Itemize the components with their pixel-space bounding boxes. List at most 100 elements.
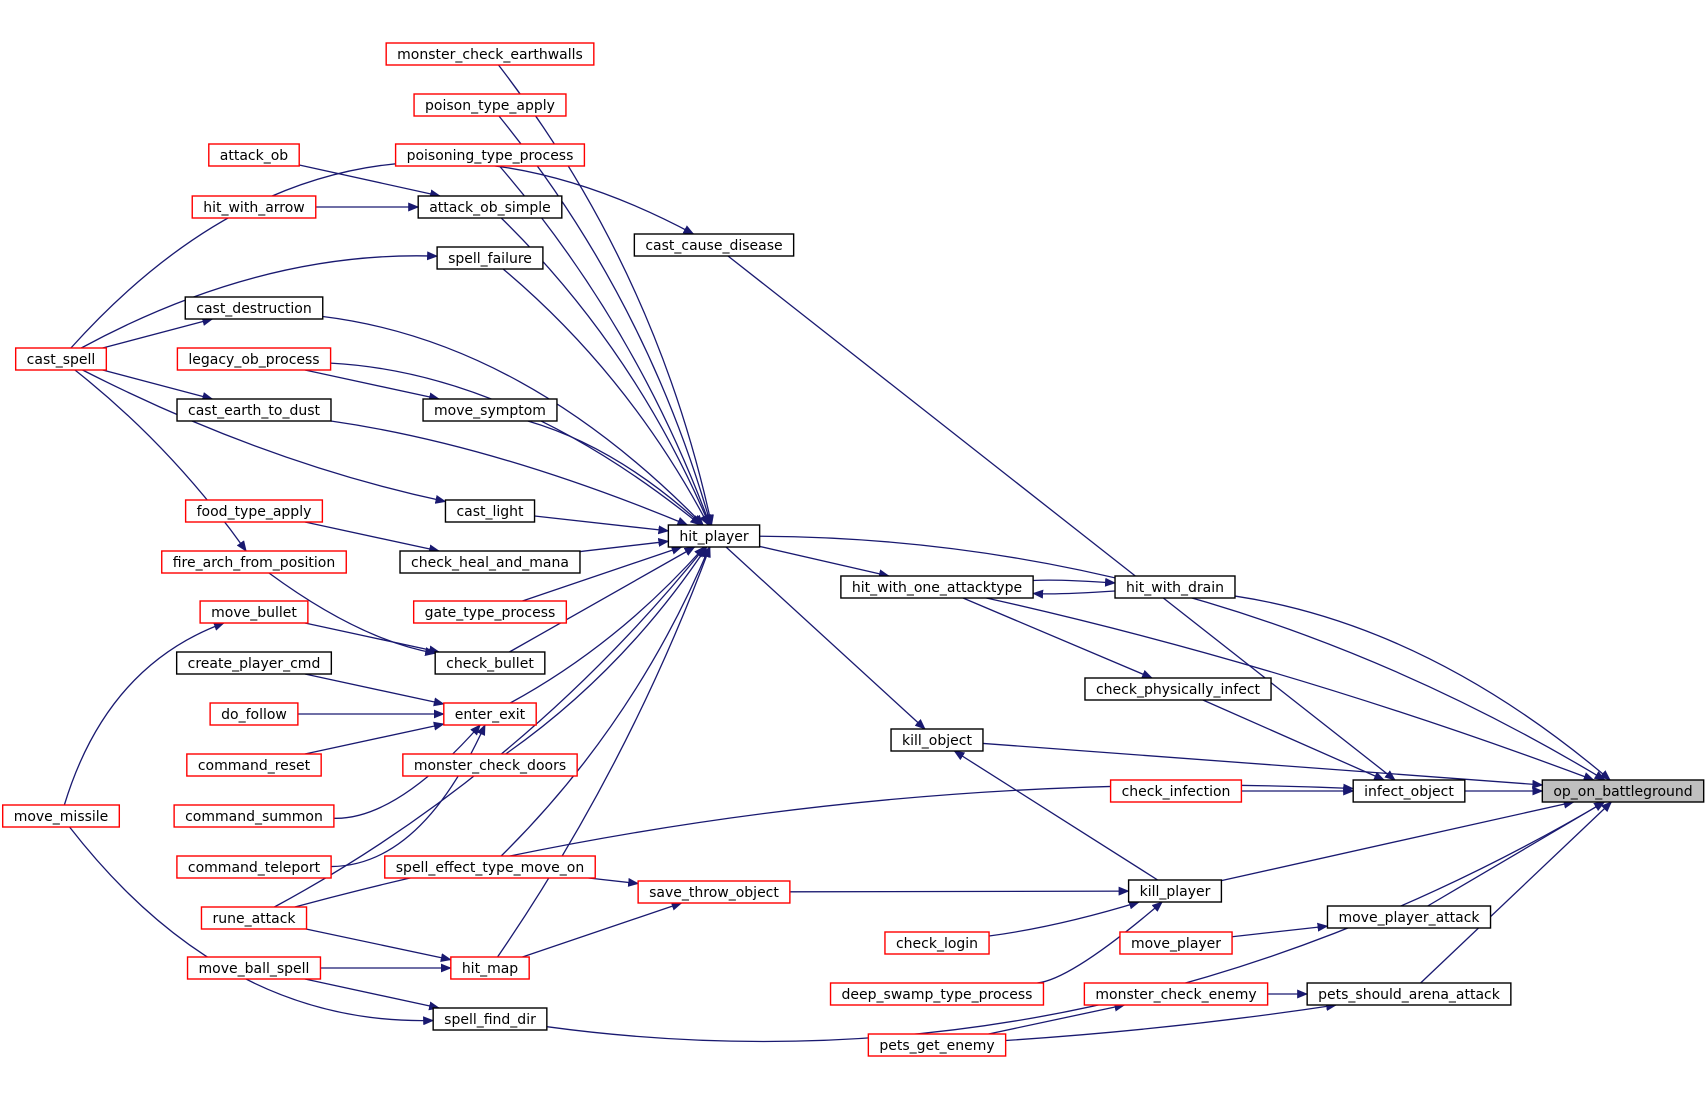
node-monster-check-earthwalls[interactable]: monster_check_earthwalls	[385, 42, 595, 66]
edge-line	[509, 546, 705, 704]
node-box	[208, 143, 300, 167]
node-move-player[interactable]: move_player	[1119, 931, 1233, 955]
edge-line	[304, 622, 441, 655]
node-save-throw-object[interactable]: save_throw_object	[637, 880, 791, 904]
node-deep-swamp-type-process[interactable]: deep_swamp_type_process	[829, 982, 1045, 1006]
edge-fire-arch-from-position-to-check-bullet	[268, 572, 437, 657]
node-label: enter_exit	[455, 707, 526, 723]
node-box	[412, 600, 568, 624]
node-box	[173, 804, 335, 828]
node-box	[186, 753, 322, 777]
edge-line	[498, 165, 711, 526]
node-label: cast_earth_to_dust	[188, 403, 320, 419]
node-hit-with-one-attacktype[interactable]: hit_with_one_attacktype	[840, 575, 1034, 599]
node-attack-ob[interactable]: attack_ob	[208, 143, 300, 167]
node-move-ball-spell[interactable]: move_ball_spell	[186, 956, 322, 980]
node-food-type-apply[interactable]: food_type_apply	[184, 499, 324, 523]
edge-attack-ob-to-attack-ob-simple	[299, 164, 442, 199]
edge-rune-attack-to-hit-map	[305, 928, 452, 963]
edge-move-bullet-to-check-bullet	[304, 622, 441, 655]
node-pets-get-enemy[interactable]: pets_get_enemy	[867, 1033, 1007, 1057]
node-check-login[interactable]: check_login	[884, 931, 990, 955]
node-enter-exit[interactable]: enter_exit	[443, 702, 537, 726]
node-legacy-ob-process[interactable]: legacy_ob_process	[176, 347, 332, 371]
edge-line	[322, 315, 704, 526]
edge-spell-effect-type-move-on-to-save-throw-object	[588, 877, 640, 887]
node-op-on-battleground[interactable]: op_on_battleground	[1541, 779, 1705, 803]
node-hit-with-arrow[interactable]: hit_with_arrow	[191, 195, 317, 219]
node-label: monster_check_doors	[414, 758, 566, 774]
node-spell-find-dir[interactable]: spell_find_dir	[432, 1007, 548, 1031]
node-poison-type-apply[interactable]: poison_type_apply	[413, 93, 567, 117]
node-box	[1352, 779, 1466, 803]
node-label: move_player_attack	[1338, 910, 1480, 926]
node-move-bullet[interactable]: move_bullet	[199, 600, 309, 624]
node-create-player-cmd[interactable]: create_player_cmd	[175, 651, 333, 675]
edge-line	[1005, 1002, 1338, 1042]
node-cast-light[interactable]: cast_light	[444, 499, 536, 523]
node-command-summon[interactable]: command_summon	[173, 804, 335, 828]
node-monster-check-doors[interactable]: monster_check_doors	[402, 753, 578, 777]
node-cast-spell[interactable]: cast_spell	[14, 347, 108, 371]
edge-command-reset-to-enter-exit	[304, 721, 445, 755]
node-label: food_type_apply	[197, 504, 312, 520]
node-cast-earth-to-dust[interactable]: cast_earth_to_dust	[176, 398, 332, 422]
node-label: attack_ob	[220, 148, 289, 164]
node-label: move_bullet	[211, 605, 297, 621]
node-gate-type-process[interactable]: gate_type_process	[412, 600, 568, 624]
node-label: hit_with_drain	[1126, 580, 1224, 596]
edges-layer	[63, 64, 1613, 1043]
node-move-missile[interactable]: move_missile	[1, 804, 121, 828]
edge-cast-spell-to-cast-destruction	[102, 317, 214, 349]
node-hit-map[interactable]: hit_map	[450, 956, 530, 980]
node-do-follow[interactable]: do_follow	[209, 702, 299, 726]
node-label: infect_object	[1364, 784, 1454, 800]
node-move-symptom[interactable]: move_symptom	[422, 398, 558, 422]
node-kill-player[interactable]: kill_player	[1127, 879, 1223, 903]
node-cast-cause-disease[interactable]: cast_cause_disease	[633, 233, 795, 257]
edge-line	[1231, 922, 1329, 938]
node-check-physically-infect[interactable]: check_physically_infect	[1084, 677, 1272, 701]
node-attack-ob-simple[interactable]: attack_ob_simple	[417, 195, 563, 219]
node-cast-destruction[interactable]: cast_destruction	[184, 296, 324, 320]
node-hit-with-drain[interactable]: hit_with_drain	[1114, 575, 1236, 599]
node-label: hit_with_arrow	[203, 200, 305, 216]
edge-line	[759, 545, 890, 579]
edge-line	[305, 928, 452, 963]
node-kill-object[interactable]: kill_object	[890, 728, 984, 752]
node-box	[1083, 982, 1269, 1006]
edge-line	[953, 750, 1159, 881]
node-command-reset[interactable]: command_reset	[186, 753, 322, 777]
edge-check-bullet-to-hit-player	[509, 546, 696, 653]
node-hit-player[interactable]: hit_player	[667, 524, 761, 548]
node-label: command_summon	[185, 809, 323, 825]
node-rune-attack[interactable]: rune_attack	[200, 906, 308, 930]
node-command-teleport[interactable]: command_teleport	[176, 855, 332, 879]
node-box	[890, 728, 984, 752]
node-label: check_heal_and_mana	[411, 555, 569, 571]
node-monster-check-enemy[interactable]: monster_check_enemy	[1083, 982, 1269, 1006]
edge-line	[522, 901, 683, 958]
edge-food-type-apply-to-check-heal-and-mana	[304, 521, 441, 554]
node-box	[1119, 931, 1233, 955]
node-infect-object[interactable]: infect_object	[1352, 779, 1466, 803]
node-spell-failure[interactable]: spell_failure	[436, 246, 544, 270]
edge-spell-failure-to-hit-player	[502, 268, 709, 526]
node-check-infection[interactable]: check_infection	[1109, 779, 1243, 803]
node-poisoning-type-process[interactable]: poisoning_type_process	[394, 143, 586, 167]
node-box	[417, 195, 563, 219]
node-spell-effect-type-move-on[interactable]: spell_effect_type_move_on	[384, 855, 596, 879]
node-box	[422, 398, 558, 422]
node-pets-should-arena-attack[interactable]: pets_should_arena_attack	[1306, 982, 1512, 1006]
node-move-player-attack[interactable]: move_player_attack	[1326, 905, 1492, 929]
node-check-bullet[interactable]: check_bullet	[434, 651, 546, 675]
edge-line	[502, 268, 709, 526]
edge-line	[304, 521, 441, 554]
edge-line	[522, 545, 683, 602]
edge-line	[498, 115, 713, 526]
node-check-heal-and-mana[interactable]: check_heal_and_mana	[399, 550, 581, 574]
node-label: spell_find_dir	[444, 1012, 536, 1028]
node-fire-arch-from-position[interactable]: fire_arch_from_position	[161, 550, 347, 574]
node-label: deep_swamp_type_process	[842, 987, 1033, 1003]
node-label: attack_ob_simple	[429, 200, 551, 216]
